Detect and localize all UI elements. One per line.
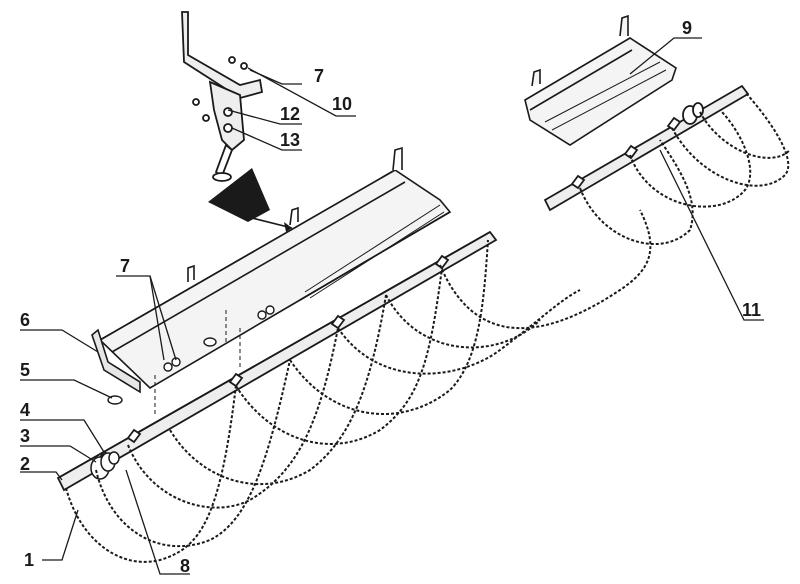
callout-2: 2 (20, 454, 30, 474)
callout-11: 11 (742, 300, 761, 320)
callout-numbers: 1 2 3 4 5 6 7 7 8 9 10 11 12 13 (20, 18, 761, 576)
callout-10: 10 (332, 94, 352, 114)
callout-12: 12 (280, 104, 300, 124)
bearing-assembly-2-3-4 (90, 451, 120, 480)
callout-6: 6 (20, 310, 30, 330)
callout-9: 9 (682, 18, 692, 38)
callout-3: 3 (20, 426, 30, 446)
bracket-6 (91, 328, 141, 394)
callout-13: 13 (280, 130, 300, 150)
right-cover-9 (524, 14, 677, 146)
callout-7-top: 7 (314, 66, 324, 86)
direction-arrow-icon (208, 168, 293, 232)
callout-7-left: 7 (120, 256, 130, 276)
alignment-lines (154, 310, 241, 415)
mounting-bracket (181, 11, 264, 182)
callout-4: 4 (20, 400, 30, 420)
callout-1: 1 (24, 550, 34, 570)
callout-5: 5 (20, 360, 30, 380)
chain-connector (439, 209, 652, 330)
chain-loops-right (579, 91, 791, 246)
callout-8: 8 (180, 556, 190, 576)
leader-lines (20, 37, 764, 575)
chain-loops-main (65, 239, 581, 563)
main-cover-shield (98, 146, 452, 389)
